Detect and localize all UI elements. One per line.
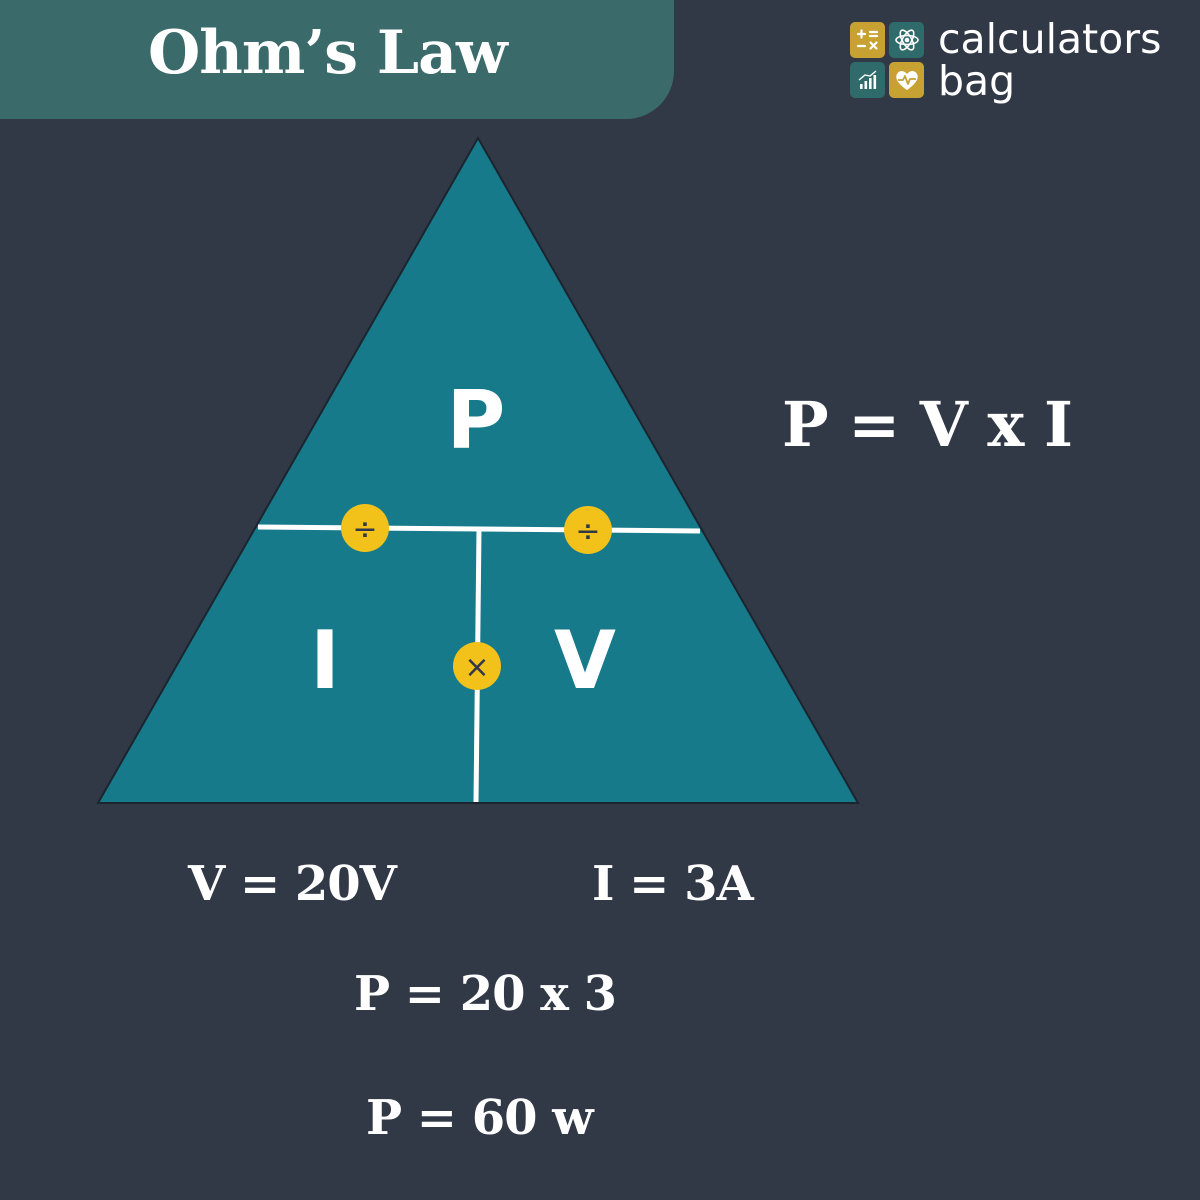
title-banner: Ohm’s Law [0, 0, 674, 119]
svg-text:÷: ÷ [352, 512, 377, 547]
triangle-shape [96, 135, 860, 804]
svg-text:÷: ÷ [575, 514, 600, 549]
logo-text: calculators bag [938, 18, 1161, 102]
triangle-label-i: I [310, 614, 340, 707]
svg-text:×: × [464, 650, 489, 685]
triangle-label-v: V [554, 614, 616, 707]
plus-minus-times-icon [850, 22, 885, 58]
substitution-step: P = 20 x 3 [354, 966, 617, 1022]
logo-line1: calculators [938, 15, 1162, 63]
bar-chart-icon [850, 62, 885, 98]
given-current: I = 3A [592, 856, 754, 912]
divide-icon: ÷ [564, 506, 612, 554]
divide-icon: ÷ [341, 504, 389, 552]
heart-pulse-icon [889, 62, 924, 98]
logo-line2: bag [938, 57, 1016, 105]
logo-grid [850, 22, 924, 98]
calculators-bag-logo: calculators bag [850, 18, 1190, 102]
given-voltage: V = 20V [188, 856, 397, 912]
page-title: Ohm’s Law [148, 18, 508, 88]
power-formula: P = V x I [782, 388, 1073, 461]
result-step: P = 60 w [366, 1090, 594, 1146]
triangle-label-p: P [447, 374, 506, 467]
atom-icon [889, 22, 924, 58]
multiply-icon: × [453, 642, 501, 690]
